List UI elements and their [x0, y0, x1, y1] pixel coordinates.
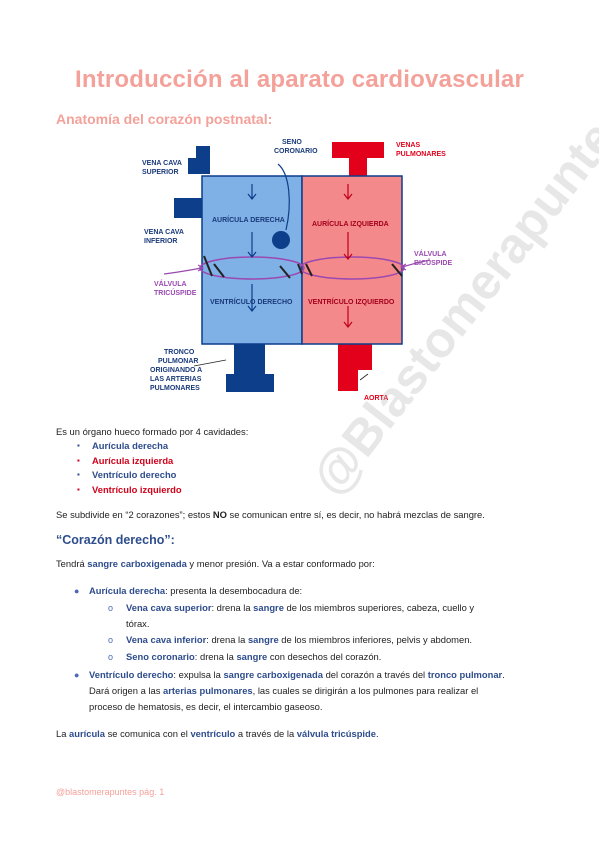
pulmonary-trunk [226, 344, 274, 392]
inferior-vena-cava [174, 198, 202, 218]
ventriculo-item: Ventrículo derecho: expulsa la sangre ca… [89, 669, 505, 680]
tronco-label-2: PULMONAR [158, 358, 198, 365]
ventriculo-item-cont2: proceso de hematosis, es decir, el inter… [89, 701, 323, 712]
bullet-icon: ● [74, 670, 80, 680]
seno-label-1: SENO [282, 139, 302, 146]
list-item: Aurícula derecha [77, 439, 182, 454]
tronco-label-4: LAS ARTERIAS [150, 376, 202, 383]
sub-bullet-icon: o [108, 635, 114, 645]
pulmonary-veins [332, 142, 384, 176]
auricula-item: Aurícula derecha: presenta la desembocad… [89, 585, 303, 596]
bic-label-2: BICÚSPIDE [414, 258, 452, 267]
tendra-text: Tendrá sangre carboxigenada y menor pres… [56, 558, 375, 569]
bullet-icon: ● [74, 586, 80, 596]
vd-label: VENTRÍCULO DERECHO [210, 297, 293, 306]
section-subtitle: Anatomía del corazón postnatal: [56, 111, 273, 127]
comunica-text: La aurícula se comunica con el ventrícul… [56, 728, 379, 739]
vcs-item: Vena cava superior: drena la sangre de l… [126, 602, 475, 613]
aorta-label: AORTA [364, 395, 388, 402]
tronco-label-5: PULMONARES [150, 385, 200, 392]
list-item: Aurícula izquierda [77, 454, 182, 469]
subdivide-text: Se subdivide en “2 corazones”; estos NO … [56, 509, 485, 520]
svc-label-2: SUPERIOR [142, 169, 179, 176]
tric-label-1: VÁLVULA [154, 279, 187, 288]
list-item: Ventrículo izquierdo [77, 483, 182, 498]
coronary-sinus-dot [272, 231, 290, 249]
seno-label-2: CORONARIO [274, 148, 318, 155]
list-item: Ventrículo derecho [77, 468, 182, 483]
ad-label: AURÍCULA DERECHA [212, 215, 285, 224]
sub-bullet-icon: o [108, 603, 114, 613]
sub-bullet-icon: o [108, 652, 114, 662]
ivc-label-2: INFERIOR [144, 238, 177, 245]
tronco-label-3: ORIGINANDO A [150, 367, 202, 374]
aorta [338, 344, 372, 391]
heart-diagram: VENA CAVA SUPERIOR VENA CAVA INFERIOR SE… [142, 139, 452, 402]
page-title: Introducción al aparato cardiovascular [74, 66, 525, 93]
bic-label-1: VÁLVULA [414, 249, 447, 258]
vi-label: VENTRÍCULO IZQUIERDO [308, 297, 395, 306]
ventriculo-item-cont: Dará origen a las arterias pulmonares, l… [89, 685, 479, 696]
svc-label-1: VENA CAVA [142, 160, 182, 167]
vp-label-1: VENAS [396, 142, 420, 149]
vci-item: Vena cava inferior: drena la sangre de l… [126, 634, 473, 645]
cavities-list: Aurícula derecha Aurícula izquierda Vent… [77, 439, 182, 498]
ai-label: AURÍCULA IZQUIERDA [312, 219, 389, 228]
vp-label-2: PULMONARES [396, 151, 446, 158]
superior-vena-cava [188, 146, 210, 174]
ivc-label-1: VENA CAVA [144, 229, 184, 236]
tronco-label-1: TRONCO [164, 349, 195, 356]
tric-label-2: TRICÚSPIDE [154, 288, 197, 297]
page-footer: @blastomerapuntes pág. 1 [56, 787, 165, 797]
corazon-derecho-heading: “Corazón derecho”: [56, 533, 175, 547]
intro-text: Es un órgano hueco formado por 4 cavidad… [56, 426, 249, 437]
vcs-item-cont: tórax. [126, 618, 150, 629]
seno-item: Seno coronario: drena la sangre con dese… [126, 651, 382, 662]
